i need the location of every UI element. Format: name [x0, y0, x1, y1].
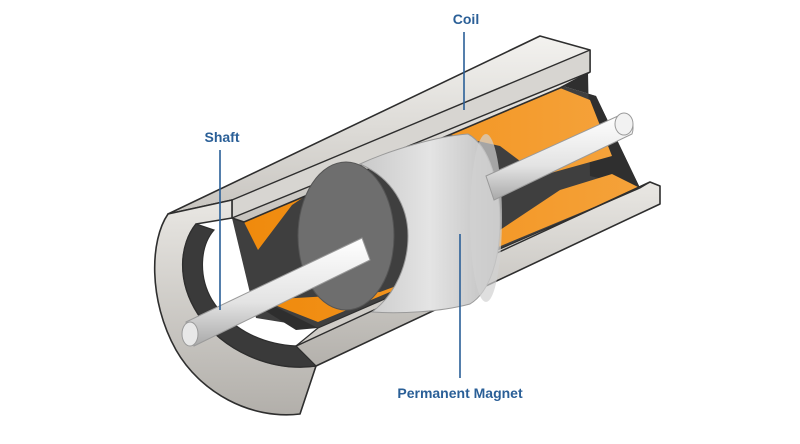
shaft-left-end — [181, 321, 199, 347]
permanent-magnet-label: Permanent Magnet — [397, 385, 523, 401]
coil-winding-bottom — [262, 174, 640, 322]
shaft-label: Shaft — [205, 129, 240, 145]
coil-label: Coil — [453, 11, 479, 27]
shaft-right-end — [614, 112, 634, 136]
shaft — [181, 112, 634, 347]
coil-winding-top — [244, 88, 612, 250]
magnet-right-face — [470, 134, 502, 302]
callouts — [219, 32, 465, 378]
magnet-body — [358, 133, 501, 314]
